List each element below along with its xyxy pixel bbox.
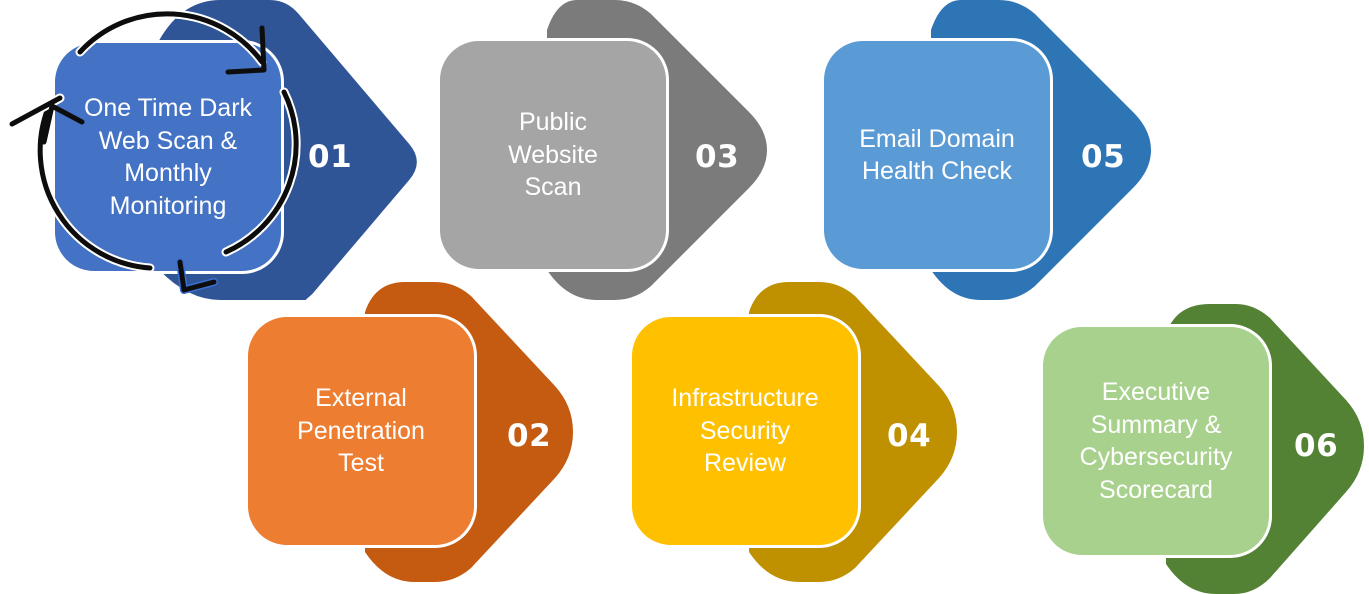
step-06-number: 06 — [1294, 428, 1339, 464]
step-01-box: One Time Dark Web Scan & Monthly Monitor… — [52, 40, 284, 274]
step-04-number: 04 — [887, 418, 932, 454]
step-04: Infrastructure Security Review 04 — [629, 282, 969, 582]
step-05-label: Email Domain Health Check — [859, 124, 1015, 186]
step-06: Executive Summary & Cybersecurity Scorec… — [1040, 282, 1369, 594]
step-01-number: 01 — [308, 139, 353, 175]
step-04-label: Infrastructure Security Review — [671, 384, 819, 478]
step-06-box: Executive Summary & Cybersecurity Scorec… — [1040, 324, 1272, 558]
step-01-label: One Time Dark Web Scan & Monthly Monitor… — [83, 94, 253, 220]
step-03-label: Public Website Scan — [508, 108, 598, 202]
step-03-number: 03 — [695, 139, 740, 175]
step-02-box: External Penetration Test — [245, 314, 477, 548]
step-02-label: External Penetration Test — [297, 384, 425, 478]
step-05: Email Domain Health Check 05 — [821, 0, 1161, 300]
step-03: Public Website Scan 03 — [437, 0, 777, 300]
step-02: External Penetration Test 02 — [245, 282, 585, 582]
step-05-number: 05 — [1081, 139, 1126, 175]
step-06-label: Executive Summary & Cybersecurity Scorec… — [1079, 378, 1233, 504]
step-01: One Time Dark Web Scan & Monthly Monitor… — [7, 0, 417, 300]
step-05-box: Email Domain Health Check — [821, 38, 1053, 272]
step-02-number: 02 — [507, 418, 552, 454]
step-03-box: Public Website Scan — [437, 38, 669, 272]
step-04-box: Infrastructure Security Review — [629, 314, 861, 548]
